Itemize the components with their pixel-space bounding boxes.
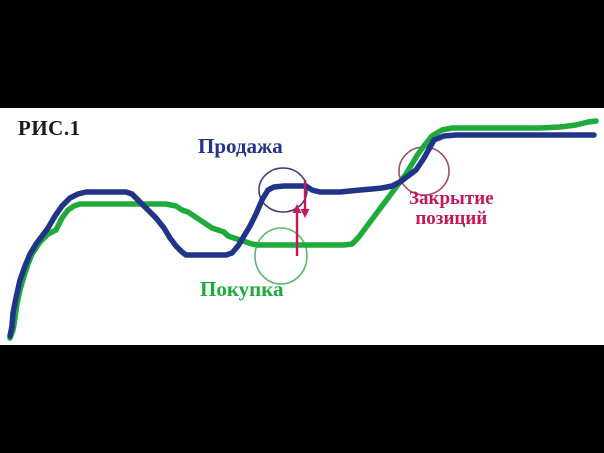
sell-arrow-down-icon xyxy=(300,180,310,218)
annotation-label-buy: Покупка xyxy=(200,277,284,301)
annotation-label-sell: Продажа xyxy=(198,134,283,158)
close-label-line-1: Закрытие xyxy=(409,188,494,209)
buy-circle-marker xyxy=(254,227,308,285)
series-line-prodazha xyxy=(7,132,597,339)
buy-arrow-up-icon xyxy=(292,204,302,256)
moving-average-crossover-chart xyxy=(7,118,599,341)
close-label-line-2: позиций xyxy=(415,207,488,229)
series-line-pokupka xyxy=(7,118,599,341)
letterbox-bottom-bar xyxy=(0,345,604,453)
sell-circle-marker xyxy=(258,167,308,213)
figure-title: РИС.1 xyxy=(18,116,81,140)
letterbox-top-bar xyxy=(0,0,604,108)
